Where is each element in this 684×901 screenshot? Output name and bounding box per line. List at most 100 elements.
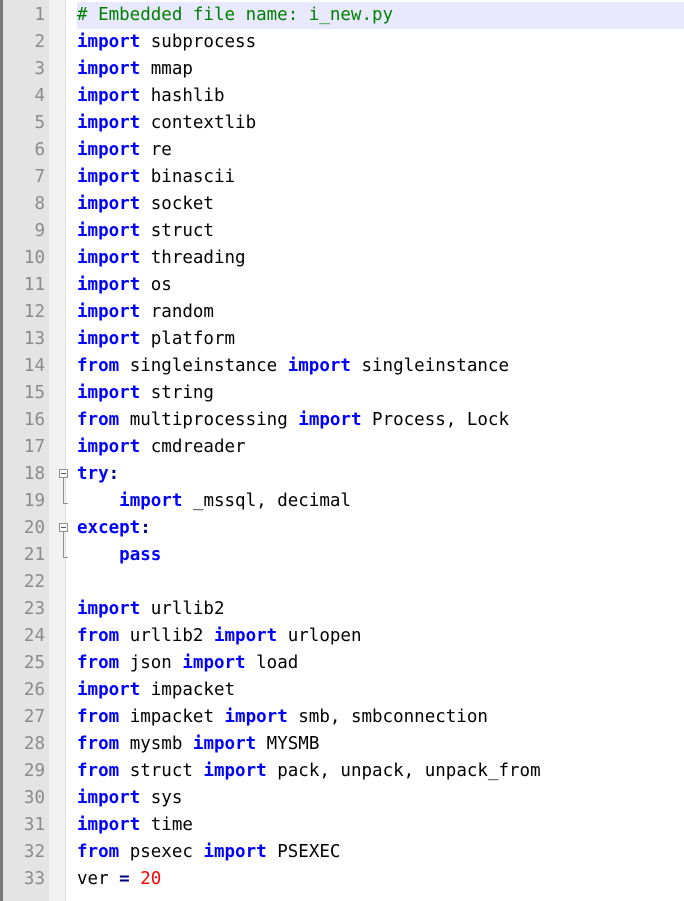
code-text[interactable]: ver = 20 bbox=[77, 866, 684, 893]
code-text[interactable]: from psexec import PSEXEC bbox=[77, 839, 684, 866]
keyword-token: from bbox=[77, 707, 120, 727]
identifier-token: contextlib bbox=[140, 113, 257, 133]
identifier-token: hashlib bbox=[140, 86, 225, 106]
code-text[interactable]: import random bbox=[77, 299, 684, 326]
code-text[interactable]: import re bbox=[77, 137, 684, 164]
code-text[interactable]: import cmdreader bbox=[77, 434, 684, 461]
code-text[interactable]: from json import load bbox=[77, 650, 684, 677]
code-text[interactable]: import os bbox=[77, 272, 684, 299]
code-text[interactable]: except: bbox=[77, 515, 684, 542]
code-line[interactable]: 22 bbox=[0, 569, 684, 596]
code-text[interactable]: import platform bbox=[77, 326, 684, 353]
code-line[interactable]: 32 from psexec import PSEXEC bbox=[0, 839, 684, 866]
code-line[interactable]: 19 import _mssql, decimal bbox=[0, 488, 684, 515]
fold-collapse-icon[interactable] bbox=[59, 461, 71, 488]
code-text[interactable]: import threading bbox=[77, 245, 684, 272]
fold-collapse-icon[interactable] bbox=[59, 515, 71, 542]
code-line[interactable]: 15 import string bbox=[0, 380, 684, 407]
line-number: 14 bbox=[23, 356, 45, 376]
keyword-token: from bbox=[77, 356, 120, 376]
code-text[interactable]: from urllib2 import urlopen bbox=[77, 623, 684, 650]
code-text[interactable]: import hashlib bbox=[77, 83, 684, 110]
line-number: 28 bbox=[23, 734, 45, 754]
line-number: 17 bbox=[23, 437, 45, 457]
code-text[interactable]: import binascii bbox=[77, 164, 684, 191]
line-number: 23 bbox=[23, 599, 45, 619]
code-line[interactable]: 14 from singleinstance import singleinsta… bbox=[0, 353, 684, 380]
line-number: 26 bbox=[23, 680, 45, 700]
code-text[interactable]: from multiprocessing import Process, Loc… bbox=[77, 407, 684, 434]
identifier-token: threading bbox=[140, 248, 246, 268]
keyword-token: from bbox=[77, 761, 120, 781]
code-text[interactable]: pass bbox=[77, 542, 684, 569]
code-text[interactable]: from struct import pack, unpack, unpack_… bbox=[77, 758, 684, 785]
code-line[interactable]: 26 import impacket bbox=[0, 677, 684, 704]
keyword-token: from bbox=[77, 653, 120, 673]
code-text[interactable]: from singleinstance import singleinstanc… bbox=[77, 353, 684, 380]
line-number: 22 bbox=[23, 572, 45, 592]
line-number: 24 bbox=[23, 626, 45, 646]
identifier-token: struct bbox=[119, 761, 204, 781]
code-text[interactable]: import impacket bbox=[77, 677, 684, 704]
code-text[interactable]: import contextlib bbox=[77, 110, 684, 137]
code-text[interactable] bbox=[77, 569, 684, 596]
code-text[interactable]: import subprocess bbox=[77, 29, 684, 56]
fold-margin[interactable] bbox=[49, 0, 66, 901]
line-number: 15 bbox=[23, 383, 45, 403]
identifier-token: time bbox=[140, 815, 193, 835]
code-text[interactable]: from impacket import smb, smbconnection bbox=[77, 704, 684, 731]
identifier-token: mysmb bbox=[119, 734, 193, 754]
code-line[interactable]: 18 try: bbox=[0, 461, 684, 488]
identifier-token: binascii bbox=[140, 167, 236, 187]
keyword-token: from bbox=[77, 734, 120, 754]
code-text[interactable]: import string bbox=[77, 380, 684, 407]
code-text[interactable]: import mmap bbox=[77, 56, 684, 83]
code-line[interactable]: 1# Embedded file name: i_new.py bbox=[0, 2, 684, 29]
code-text[interactable]: from mysmb import MYSMB bbox=[77, 731, 684, 758]
code-line[interactable]: 23 import urllib2 bbox=[0, 596, 684, 623]
code-text[interactable]: import urllib2 bbox=[77, 596, 684, 623]
code-text[interactable]: # Embedded file name: i_new.py bbox=[77, 2, 684, 29]
code-text[interactable]: import struct bbox=[77, 218, 684, 245]
code-text[interactable]: import time bbox=[77, 812, 684, 839]
code-text[interactable]: try: bbox=[77, 461, 684, 488]
identifier-token: string bbox=[140, 383, 214, 403]
code-text[interactable]: import socket bbox=[77, 191, 684, 218]
identifier-token: singleinstance bbox=[350, 356, 509, 376]
code-text[interactable]: import sys bbox=[77, 785, 684, 812]
code-line[interactable]: 21 pass bbox=[0, 542, 684, 569]
code-line[interactable]: 17 import cmdreader bbox=[0, 434, 684, 461]
line-number: 32 bbox=[23, 842, 45, 862]
line-number-gutter[interactable] bbox=[3, 0, 49, 901]
line-number: 18 bbox=[23, 464, 45, 484]
code-line[interactable]: 28 from mysmb import MYSMB bbox=[0, 731, 684, 758]
keyword-token: import bbox=[213, 626, 278, 646]
keyword-token: import bbox=[77, 86, 141, 106]
code-text[interactable]: import _mssql, decimal bbox=[77, 488, 684, 515]
code-line[interactable]: 24 from urllib2 import urlopen bbox=[0, 623, 684, 650]
keyword-token: import bbox=[77, 680, 141, 700]
identifier-token: cmdreader bbox=[140, 437, 246, 457]
